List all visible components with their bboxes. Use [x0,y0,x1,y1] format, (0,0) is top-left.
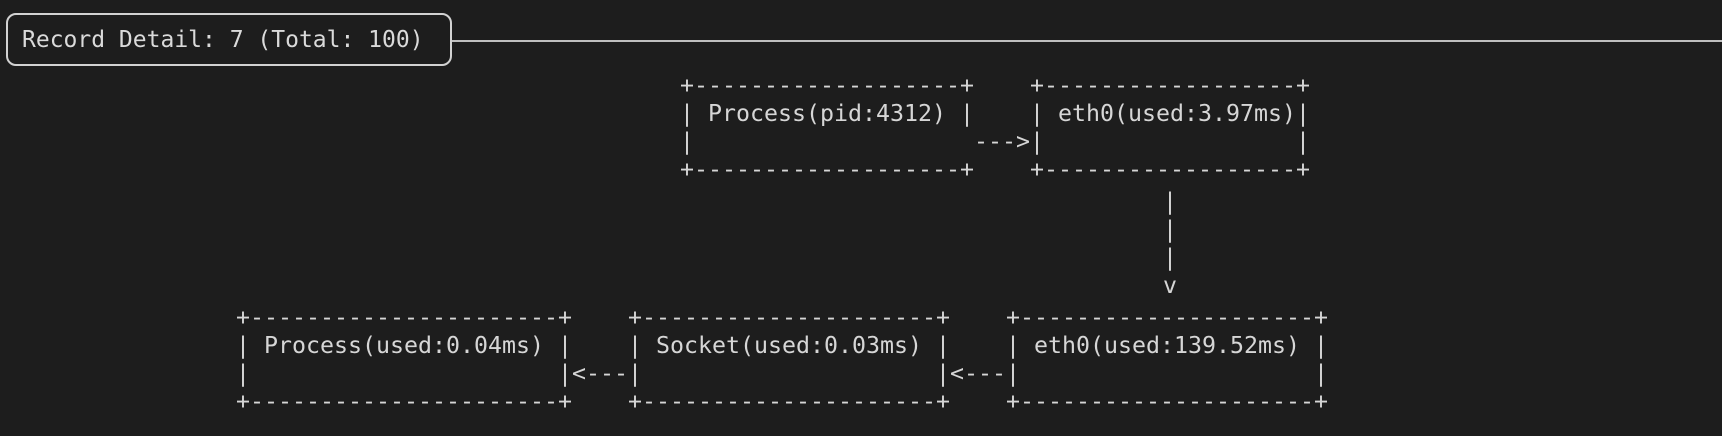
node-process-top: +-------------------+ | Process(pid:4312… [680,72,974,183]
record-detail-title: Record Detail: 7 (Total: 100) [22,26,424,53]
node-eth0-bottom: +---------------------+ | eth0(used:139.… [1006,304,1328,415]
arrow-eth0-to-socket: <--- [950,360,1006,387]
node-eth0-top: +------------------+ | eth0(used:3.97ms)… [1030,72,1310,183]
node-process-bottom: +----------------------+ | Process(used:… [236,304,572,415]
arrow-process-to-eth0: ---> [974,128,1030,155]
arrow-socket-to-process: <--- [572,360,628,387]
arrow-eth0-down: | | | v [1163,188,1177,299]
panel-top-border-line [452,40,1722,42]
record-detail-title-box: Record Detail: 7 (Total: 100) [6,13,452,66]
node-socket-bottom: +---------------------+ | Socket(used:0.… [628,304,950,415]
